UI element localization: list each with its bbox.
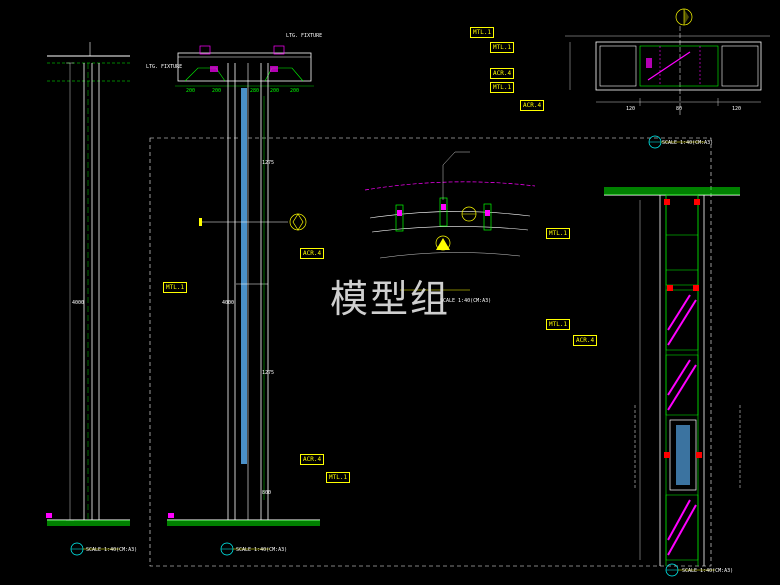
dim-top-280: 280 xyxy=(250,88,260,94)
note-scale-4: SCALE 1:40(CM:A3) xyxy=(440,298,492,304)
note-scale-2: SCALE 1:40(CM:A3) xyxy=(236,547,288,553)
callout-mtl1-b: MTL.1 xyxy=(490,42,515,53)
dim-elev-1275-b: 1275 xyxy=(262,370,275,376)
detail-frame xyxy=(149,137,712,567)
callout-acr4-b: ACR.4 xyxy=(520,100,545,111)
callout-mtl1-f: MTL.1 xyxy=(546,228,571,239)
note-fixture-a: LTG. FIXTURE xyxy=(286,33,323,39)
note-fixture-b: LTG. FIXTURE xyxy=(146,64,183,70)
dim-top-200-c: 200 xyxy=(270,88,280,94)
elevation-column-2 xyxy=(167,45,320,556)
note-scale-1: SCALE 1:40(CM:A3) xyxy=(86,547,138,553)
dim-plan-120-b: 120 xyxy=(732,106,742,112)
watermark-text: 模型组 xyxy=(330,277,451,321)
dim-top-200-a: 200 xyxy=(186,88,196,94)
callout-acr4-e: ACR.4 xyxy=(573,335,598,346)
callout-acr4-a: ACR.4 xyxy=(490,68,515,79)
note-scale-3: SCALE 1:40(CM:A3) xyxy=(662,140,714,146)
dim-plan-80: 80 xyxy=(676,106,683,112)
callout-mtl1-c: MTL.1 xyxy=(490,82,515,93)
callout-mtl1-g: MTL.1 xyxy=(546,319,571,330)
dim-elev-1275-a: 1275 xyxy=(262,160,275,166)
callout-mtl1-a: MTL.1 xyxy=(470,27,495,38)
callout-mtl1-d: MTL.1 xyxy=(163,282,188,293)
callout-mtl1-e: MTL.1 xyxy=(326,472,351,483)
elevation-column-1 xyxy=(46,42,130,556)
dim-elev-4000-a: 4000 xyxy=(72,300,85,306)
callout-acr4-d: ACR.4 xyxy=(300,454,325,465)
dim-elev-4000-b: 4000 xyxy=(222,300,235,306)
callout-acr4-c: ACR.4 xyxy=(300,248,325,259)
curved-plan-detail xyxy=(364,151,536,291)
note-scale-5: SCALE 1:40(CM:A3) xyxy=(682,568,734,574)
dim-elev-800: 800 xyxy=(262,490,272,496)
plan-section xyxy=(565,8,770,149)
dim-top-200-d: 200 xyxy=(290,88,300,94)
dim-top-200-b: 200 xyxy=(212,88,222,94)
right-elevation xyxy=(604,187,741,577)
dim-plan-120-a: 120 xyxy=(626,106,636,112)
